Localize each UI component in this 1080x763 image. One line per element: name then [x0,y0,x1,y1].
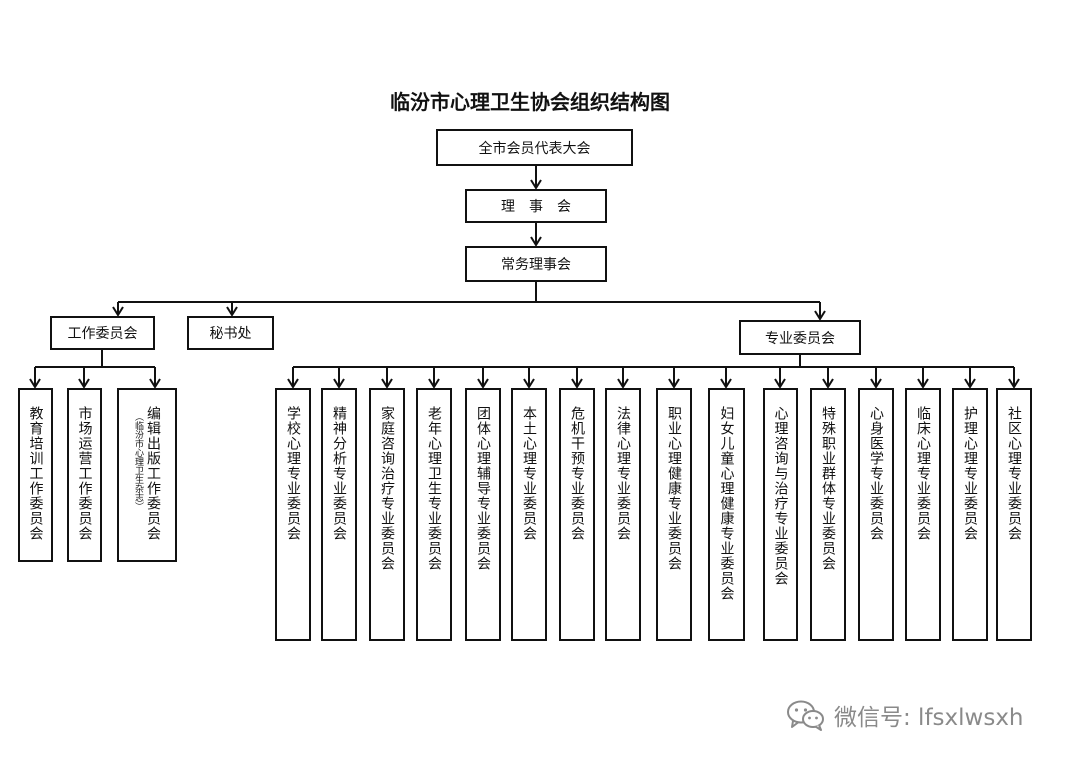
professional-subcommittee-box: 临床心理专业委员会 [905,388,941,641]
professional-subcommittee-box: 社区心理专业委员会 [996,388,1032,641]
professional-subcommittee-label: 心理咨询与治疗专业委员会 [772,406,789,586]
arrow-head [149,378,161,389]
professional-subcommittee-box: 妇女儿童心理健康专业委员会 [708,388,745,641]
arrow-head [617,378,629,389]
node-work-committee: 工作委员会 [50,316,155,350]
work-subcommittee-label: 编辑出版工作委员会 [145,406,161,541]
arrow-head [29,378,41,389]
arrow-head [287,378,299,389]
professional-subcommittee-box: 危机干预专业委员会 [559,388,595,641]
arrow-head [523,378,535,389]
professional-subcommittee-box: 学校心理专业委员会 [275,388,311,641]
professional-subcommittee-box: 护理心理专业委员会 [952,388,988,641]
professional-subcommittee-label: 精神分析专业委员会 [331,406,347,541]
professional-subcommittee-label: 心身医学专业委员会 [868,406,884,541]
wechat-icon [787,700,824,731]
professional-subcommittee-box: 法律心理专业委员会 [605,388,641,641]
watermark: 微信号: lfsxlwsxh [786,698,1024,732]
arrow-head [822,378,834,389]
professional-subcommittee-label: 危机干预专业委员会 [569,406,585,541]
professional-subcommittee-label: 社区心理专业委员会 [1006,406,1022,541]
arrow-head [774,378,786,389]
arrow-head [477,378,489,389]
professional-subcommittee-box: 心身医学专业委员会 [858,388,894,641]
professional-subcommittee-label: 法律心理专业委员会 [615,406,631,541]
professional-subcommittee-label: 特殊职业群体专业委员会 [820,406,836,571]
chart-title: 临汾市心理卫生协会组织结构图 [390,90,670,114]
professional-subcommittee-box: 精神分析专业委员会 [321,388,357,641]
work-subcommittee-box: 编辑出版工作委员会 （临汾市心理卫生杂志） [117,388,177,562]
professional-subcommittee-label: 团体心理辅导专业委员会 [475,406,491,571]
arrow-head [428,378,440,389]
work-subcommittee-label: 教育培训工作委员会 [27,406,44,541]
professional-subcommittee-label: 老年心理卫生专业委员会 [426,406,442,571]
work-subcommittee-box: 教育培训工作委员会 [18,388,53,562]
node-congress: 全市会员代表大会 [436,129,633,166]
professional-subcommittee-box: 心理咨询与治疗专业委员会 [763,388,798,641]
node-professional-committee: 专业委员会 [739,320,861,355]
work-subcommittee-box: 市场运营工作委员会 [67,388,102,562]
arrow-head [530,236,542,247]
professional-subcommittee-label: 妇女儿童心理健康专业委员会 [718,406,735,601]
arrow-head [333,378,345,389]
arrow-head [78,378,90,389]
professional-subcommittee-label: 学校心理专业委员会 [285,406,301,541]
professional-subcommittee-label: 本土心理专业委员会 [521,406,537,541]
professional-subcommittee-box: 团体心理辅导专业委员会 [465,388,501,641]
node-secretariat: 秘书处 [187,316,274,350]
arrow-head [1008,378,1020,389]
node-standing-council: 常务理事会 [465,246,607,282]
professional-subcommittee-label: 临床心理专业委员会 [915,406,931,541]
arrow-head [226,306,238,317]
professional-subcommittee-box: 职业心理健康专业委员会 [656,388,692,641]
watermark-text: 微信号: lfsxlwsxh [834,705,1024,731]
arrow-head [571,378,583,389]
professional-subcommittee-label: 护理心理专业委员会 [962,406,978,541]
arrow-head [917,378,929,389]
work-subcommittee-label: 市场运营工作委员会 [76,406,93,541]
arrow-head [381,378,393,389]
node-council: 理 事 会 [465,189,607,223]
arrow-head [668,378,680,389]
professional-subcommittee-box: 老年心理卫生专业委员会 [416,388,452,641]
arrow-head [112,306,124,317]
professional-subcommittee-label: 家庭咨询治疗专业委员会 [379,406,395,571]
professional-subcommittee-box: 家庭咨询治疗专业委员会 [369,388,405,641]
arrow-head [870,378,882,389]
arrow-head [530,179,542,190]
arrow-head [720,378,732,389]
professional-subcommittee-box: 特殊职业群体专业委员会 [810,388,846,641]
work-subcommittee-note: （临汾市心理卫生杂志） [133,412,143,511]
arrow-head [964,378,976,389]
arrow-head [814,310,826,321]
professional-subcommittee-box: 本土心理专业委员会 [511,388,547,641]
professional-subcommittee-label: 职业心理健康专业委员会 [666,406,682,571]
